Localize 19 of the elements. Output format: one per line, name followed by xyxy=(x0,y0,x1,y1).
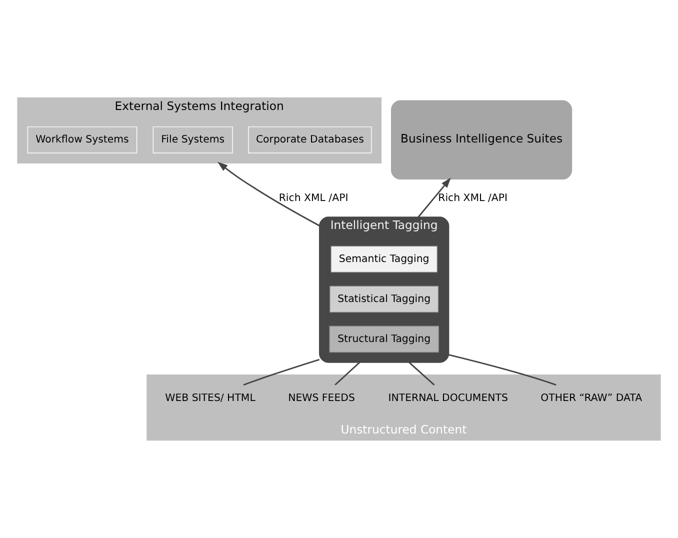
arrow xyxy=(218,162,320,226)
node-text: NEWS FEEDS xyxy=(288,392,355,404)
node-box: Semantic Tagging xyxy=(330,246,438,273)
node-box: Corporate Databases xyxy=(248,126,372,154)
edge-label: Rich XML /API xyxy=(278,193,348,204)
arrow xyxy=(418,178,451,218)
node-text: WEB SITES/ HTML xyxy=(165,392,256,404)
node-box: Workflow Systems xyxy=(27,126,138,154)
node-text: INTERNAL DOCUMENTS xyxy=(388,392,508,404)
connector xyxy=(448,354,556,386)
node-box: File Systems xyxy=(152,126,233,154)
node-text: OTHER “RAW” DATA xyxy=(540,392,642,404)
edge-label: Rich XML /API xyxy=(438,193,508,204)
connector xyxy=(243,358,320,386)
node-box: Structural Tagging xyxy=(329,326,439,353)
node-box: Statistical Tagging xyxy=(330,286,439,313)
connector xyxy=(408,362,435,386)
connector xyxy=(334,362,360,386)
node-box: Business Intelligence Suites xyxy=(391,100,572,180)
